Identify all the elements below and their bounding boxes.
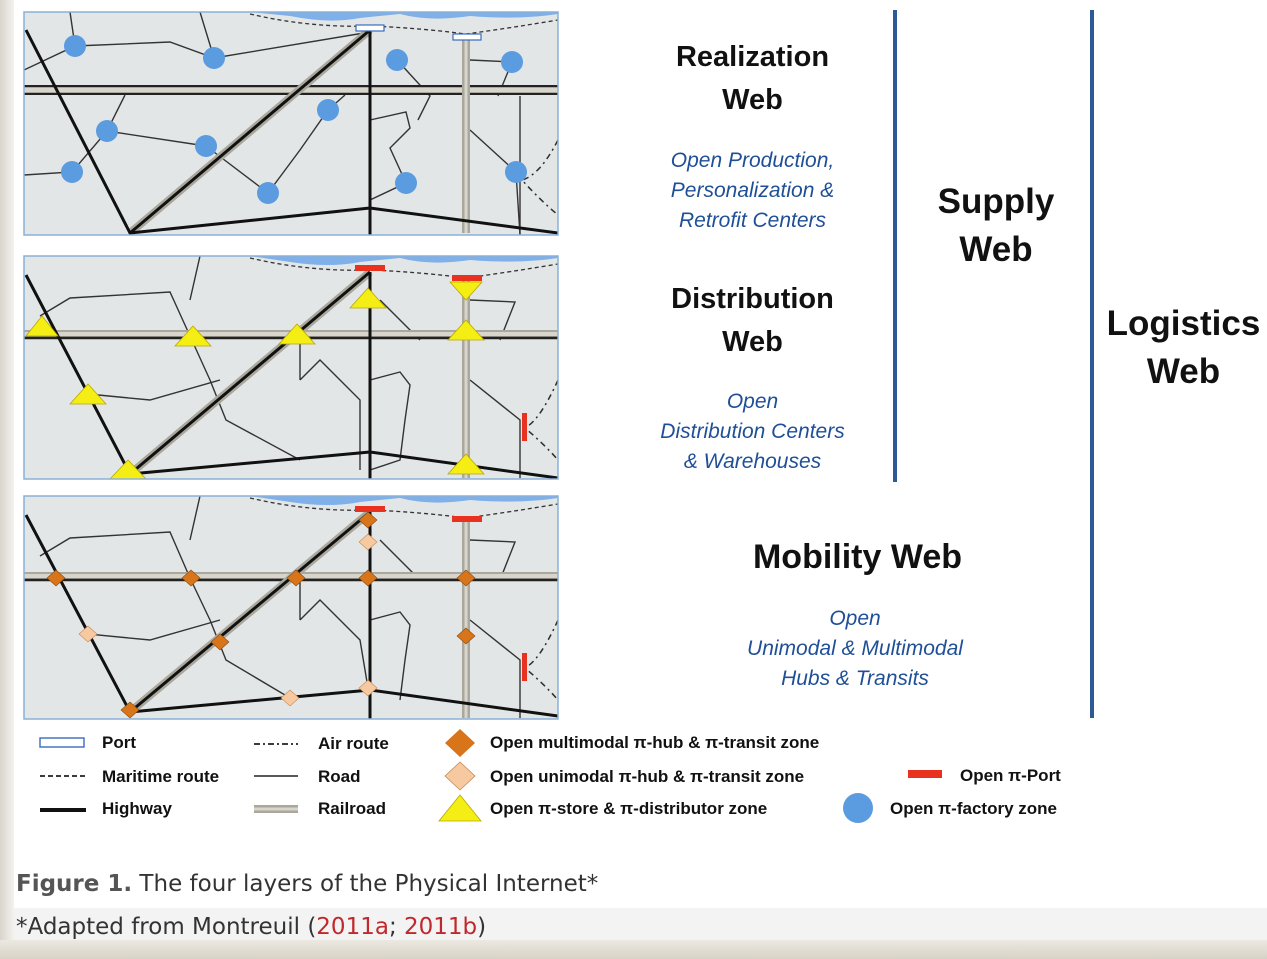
store-zone [109,459,147,479]
mobility-subtitle: Open Unimodal & Multimodal Hubs & Transi… [747,607,963,690]
store-zone [449,281,483,301]
multimodal-hub [286,569,306,587]
multimodal-hub [358,511,378,529]
store-zone [278,323,316,345]
pi-port [452,275,482,281]
store-zone [447,319,485,341]
legend-store-symbol [438,794,482,822]
multimodal-hub [456,627,476,645]
realization-title: Realization Web [675,41,830,116]
store-zone [69,383,107,405]
legend-multimodal-symbol [445,729,475,757]
realization-map [24,12,558,235]
legend-piport-label: Open π-Port [960,766,1061,785]
multimodal-hub [210,633,230,651]
multimodal-hub [181,569,201,587]
ref-link-2011a[interactable]: 2011a [316,914,389,940]
page-bottom-edge [0,940,1267,959]
legend-piport-symbol [908,770,942,778]
unimodal-hub [358,679,378,697]
multimodal-hub [358,569,378,587]
pi-port [355,506,385,512]
legend-maritime-label: Maritime route [102,767,220,786]
legend-road-label: Road [318,767,361,786]
ref-link-2011b[interactable]: 2011b [404,914,478,940]
source-note-prefix: *Adapted from Montreuil ( [16,914,317,940]
factory-zone [64,35,86,57]
port [355,24,385,32]
page-left-edge [0,0,14,959]
factory-zone [203,47,225,69]
logistics-web-bracket [1090,10,1094,718]
pi-port [355,265,385,271]
multimodal-hub [456,569,476,587]
mobility-title: Mobility Web [752,538,963,576]
multimodal-hub [46,569,66,587]
factory-zone [195,135,217,157]
realization-subtitle: Open Production, Personalization & Retro… [670,149,835,232]
pi-port [522,413,527,441]
distribution-subtitle: Open Distribution Centers & Warehouses [660,390,845,473]
factory-zone [257,182,279,204]
mobility-map [24,496,558,719]
source-note: *Adapted from Montreuil (2011a; 2011b) [16,914,486,940]
port [452,33,482,41]
factory-zone [96,120,118,142]
figure-caption-text: The four layers of the Physical Internet… [132,871,599,897]
supply-web-title: Supply Web [937,182,1055,269]
logistics-web-title: Logistics Web [1106,304,1261,391]
legend-factory-symbol [843,793,873,823]
unimodal-hub [78,625,98,643]
store-zone [174,325,212,347]
legend-multimodal-label: Open multimodal π-hub & π-transit zone [490,733,820,752]
factory-zone [386,49,408,71]
distribution-map [24,256,558,479]
note-background [14,908,1267,940]
legend-railroad-label: Railroad [318,799,387,818]
pi-port [522,653,527,681]
legend-air-label: Air route [318,734,389,753]
legend-highway-label: Highway [102,799,172,818]
legend-unimodal-label: Open unimodal π-hub & π-transit zone [490,767,805,786]
pi-port [452,516,482,522]
store-zone [349,287,387,309]
legend-factory-label: Open π-factory zone [890,799,1057,818]
store-zone [25,315,59,337]
factory-zone [501,51,523,73]
legend-unimodal-symbol [444,761,476,791]
factory-zone [505,161,527,183]
legend-port-label: Port [102,733,136,752]
unimodal-hub [280,689,300,707]
legend-store-label: Open π-store & π-distributor zone [490,799,768,818]
figure-caption: Figure 1. The four layers of the Physica… [16,871,598,897]
multimodal-hub [120,701,140,719]
factory-zone [395,172,417,194]
factory-zone [317,99,339,121]
factory-zone [61,161,83,183]
legend-port-symbol [39,737,85,748]
source-note-separator: ; [388,914,404,940]
distribution-title: Distribution Web [671,283,834,358]
figure-label: Figure 1. [16,871,133,897]
supply-web-bracket [893,10,897,482]
unimodal-hub [358,533,378,551]
store-zone [447,453,485,475]
source-note-suffix: ) [477,914,487,940]
